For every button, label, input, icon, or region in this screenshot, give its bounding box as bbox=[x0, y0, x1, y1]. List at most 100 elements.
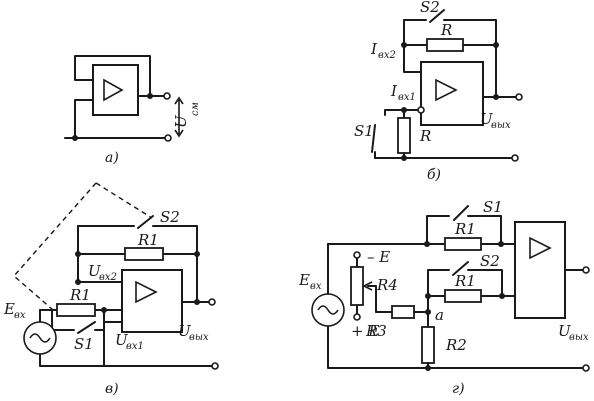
label-s2-b: S2 bbox=[420, 0, 440, 16]
resistor-r1-top-v bbox=[124, 247, 164, 261]
opamp-b-body bbox=[420, 61, 484, 126]
wire-source-v bbox=[39, 309, 213, 367]
switch-s1-b bbox=[371, 109, 405, 159]
label-e-sub-g: вх bbox=[310, 281, 322, 292]
wiper-wire-g bbox=[367, 285, 377, 313]
caption-a: а) bbox=[105, 150, 119, 166]
opamp-a-body bbox=[92, 64, 139, 116]
label-r1-mid-g: R1 bbox=[454, 272, 476, 290]
label-r-top-b: R bbox=[440, 21, 452, 39]
junction-b-5 bbox=[401, 155, 407, 161]
switch-s1-g bbox=[327, 205, 502, 245]
terminal-a-out bbox=[163, 92, 171, 100]
label-i2-b: I bbox=[370, 40, 378, 58]
label-r3-g: R3 bbox=[365, 322, 387, 340]
label-r-bot-b: R bbox=[419, 127, 431, 145]
junction-a-gnd bbox=[72, 135, 78, 141]
label-uout-sub-b: вых bbox=[491, 120, 511, 131]
label-uout-b: U bbox=[480, 110, 494, 128]
resistor-r1-in-v bbox=[56, 303, 96, 317]
wire-out-b bbox=[495, 44, 517, 98]
terminal-gnd-g bbox=[582, 364, 590, 372]
label-uout-v: U bbox=[178, 322, 192, 340]
junction-v-2 bbox=[194, 251, 200, 257]
diagram-a: U см а) bbox=[64, 55, 201, 166]
noninv-wire-a bbox=[74, 99, 94, 139]
label-u2-v: U bbox=[88, 262, 102, 280]
label-s1-g: S1 bbox=[483, 198, 503, 216]
resistor-r-top-b bbox=[426, 38, 464, 52]
opamp-g-triangle-icon bbox=[529, 236, 552, 260]
label-r2-g: R2 bbox=[445, 336, 467, 354]
caption-b: б) bbox=[427, 167, 441, 183]
diagram-b: S2 R I вх2 I вх1 R S1 U вых б) bbox=[354, 0, 523, 183]
opamp-a-triangle-icon bbox=[103, 78, 124, 102]
caption-g: г) bbox=[452, 381, 465, 397]
resistor-r1-mid-g bbox=[444, 289, 482, 303]
label-u1-sub-v: вх1 bbox=[126, 341, 144, 352]
label-i1-sub-b: вх1 bbox=[398, 92, 416, 103]
wire-inv-b bbox=[403, 44, 422, 73]
ac-wave-icon-g bbox=[317, 305, 339, 315]
terminal-a-gnd bbox=[164, 134, 172, 142]
junction-a-out bbox=[147, 93, 153, 99]
junction-b-4 bbox=[401, 107, 407, 113]
wire-source-g bbox=[327, 243, 584, 369]
noninv-node-b bbox=[417, 106, 425, 114]
label-u1-v: U bbox=[115, 331, 129, 349]
terminal-gnd-b bbox=[511, 154, 519, 162]
junction-g-5 bbox=[425, 365, 431, 371]
label-e-g: E bbox=[298, 271, 310, 289]
dashed-shield-v bbox=[13, 182, 153, 317]
label-s1-v: S1 bbox=[74, 335, 94, 353]
switch-s2-b bbox=[403, 9, 497, 46]
junction-g-1 bbox=[424, 241, 430, 247]
resistor-r2-g bbox=[421, 326, 435, 364]
terminal-out-g bbox=[582, 266, 590, 274]
label-r1-in-v: R1 bbox=[69, 286, 91, 304]
u-offset-label: U bbox=[172, 114, 190, 128]
resistor-r-bot-b bbox=[397, 117, 411, 154]
terminal-out-b bbox=[515, 93, 523, 101]
label-uout-sub-v: вых bbox=[189, 332, 209, 343]
label-r1-top-v: R1 bbox=[137, 231, 159, 249]
diagram-g: S1 R1 S2 R1 a R3 R2 – E + E R4 bbox=[298, 198, 590, 397]
opamp-v-body bbox=[121, 269, 183, 333]
wire-noninv-v bbox=[103, 321, 123, 367]
opamp-b-triangle-icon bbox=[435, 78, 458, 102]
switch-s2-g bbox=[427, 261, 503, 297]
label-neg-e-g: – E bbox=[367, 248, 390, 266]
terminal-neg-g bbox=[353, 251, 361, 259]
voltage-arrow-a bbox=[174, 96, 184, 138]
ac-wave-icon-v bbox=[29, 333, 51, 343]
label-i2-sub-b: вх2 bbox=[378, 50, 396, 61]
label-i1-b: I bbox=[390, 82, 398, 100]
terminal-pos-g bbox=[353, 313, 361, 321]
label-s2-v: S2 bbox=[160, 208, 180, 226]
label-e-v: E bbox=[3, 300, 15, 318]
label-s1-b: S1 bbox=[354, 122, 374, 140]
label-e-sub-v: вх bbox=[14, 310, 26, 321]
caption-v: в) bbox=[105, 381, 119, 397]
label-s2-g: S2 bbox=[480, 252, 500, 270]
opamp-g-body bbox=[514, 221, 566, 319]
opamp-v-triangle-icon bbox=[135, 280, 158, 304]
terminal-out-v bbox=[208, 298, 216, 306]
label-u2-sub-v: вх2 bbox=[99, 272, 117, 283]
junction-v-5 bbox=[101, 307, 107, 313]
label-r1-top-g: R1 bbox=[454, 220, 476, 238]
diagram-v: S2 R1 U вх2 R1 S1 U вх1 E вх U вых в) bbox=[3, 182, 219, 397]
u-offset-sub: см bbox=[190, 102, 201, 116]
junction-v-3 bbox=[75, 279, 81, 285]
junction-g-2 bbox=[498, 241, 504, 247]
label-uout-g: U bbox=[558, 322, 572, 340]
wiper-arrow-icon-g bbox=[362, 281, 373, 291]
label-pos-e-g: + E bbox=[351, 322, 379, 340]
resistor-r3-g bbox=[391, 305, 415, 319]
label-a-g: a bbox=[435, 306, 444, 324]
label-uout-sub-g: вых bbox=[569, 332, 589, 343]
resistor-r1-top-g bbox=[444, 237, 482, 251]
resistor-r4-g bbox=[350, 266, 364, 306]
